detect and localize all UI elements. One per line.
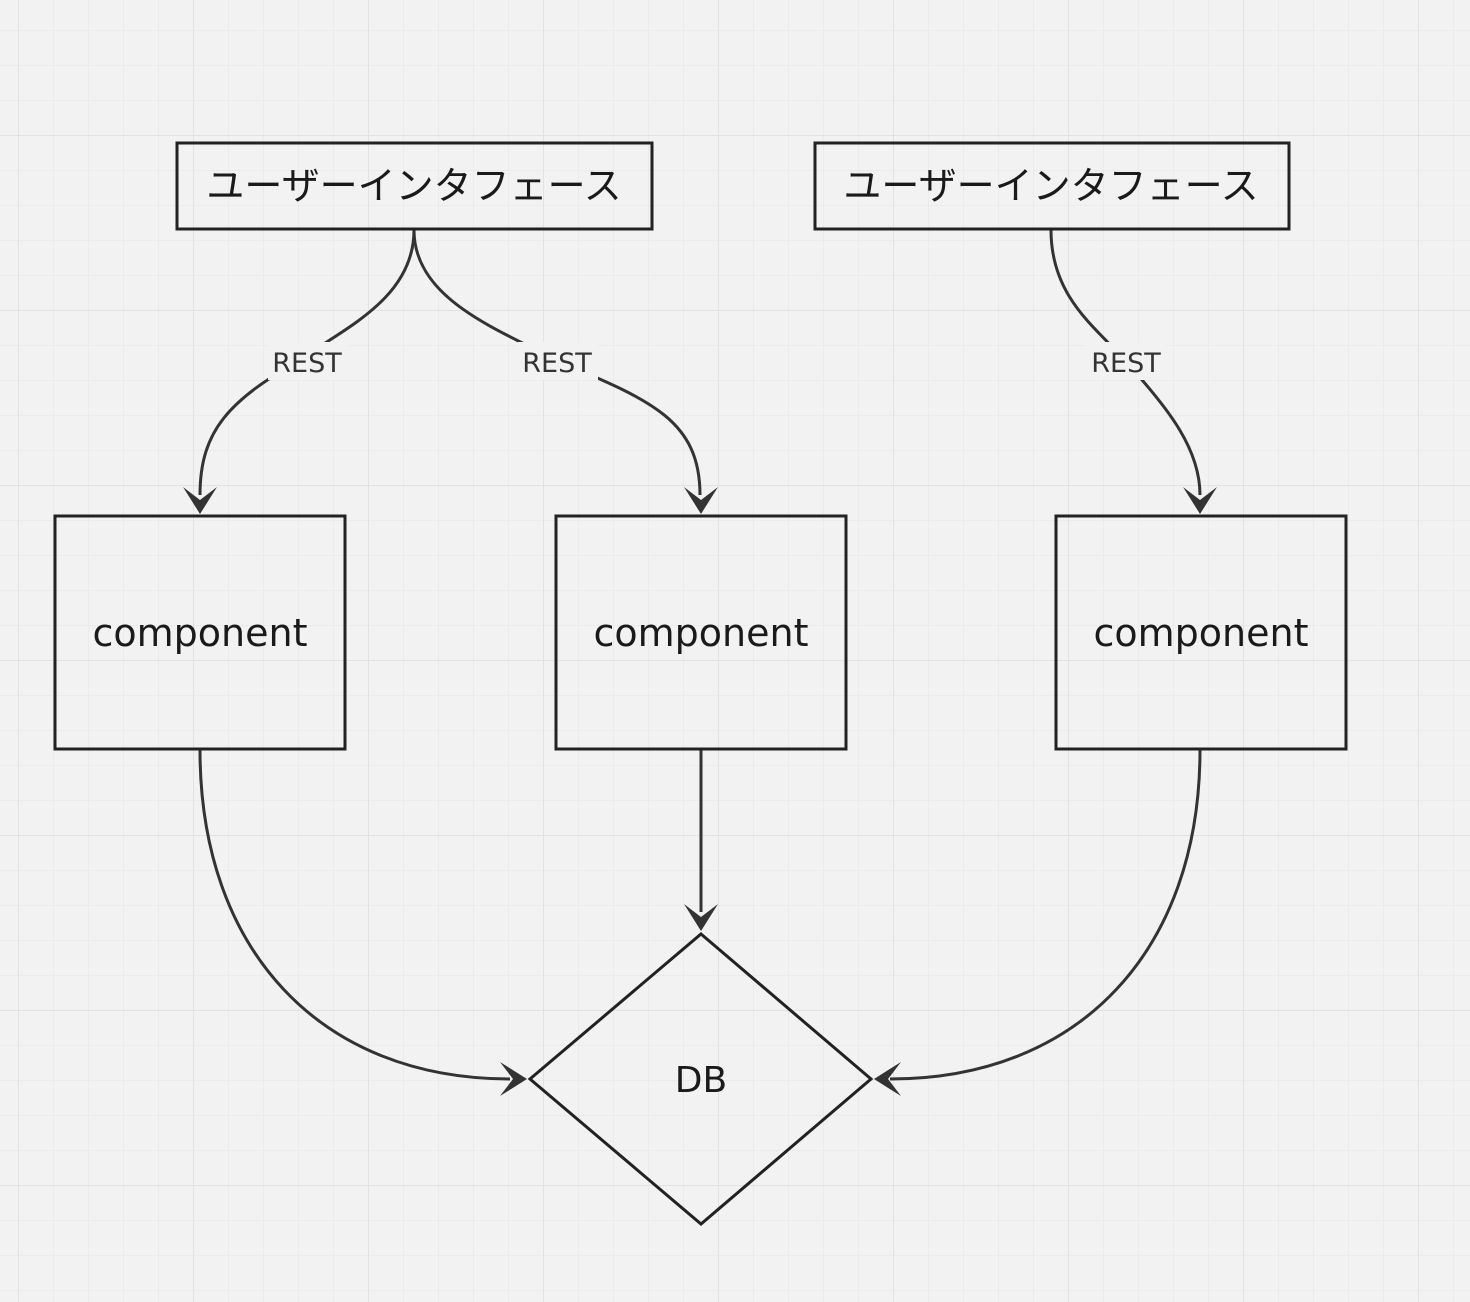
- arrowhead-db-right: [874, 1062, 901, 1096]
- node-label: ユーザーインタフェース: [206, 164, 621, 208]
- node-component-left[interactable]: component: [53, 514, 347, 751]
- node-label: DB: [675, 1060, 727, 1101]
- node-label: component: [1094, 611, 1309, 655]
- arrowheads: [183, 487, 1217, 1096]
- node-component-middle[interactable]: component: [554, 514, 848, 751]
- edge-label-rest-right: REST: [1086, 342, 1166, 380]
- arrowhead-component-right: [1183, 487, 1217, 514]
- edge-component-left-to-db[interactable]: [198, 749, 511, 1081]
- node-label: component: [93, 611, 308, 655]
- arrowhead-component-middle: [684, 487, 718, 514]
- arrowhead-db-top: [684, 904, 718, 931]
- edge-label-text: REST: [1091, 348, 1161, 379]
- node-label: ユーザーインタフェース: [843, 164, 1258, 208]
- edge-label-rest-middle: REST: [518, 342, 598, 380]
- edge-label-text: REST: [522, 348, 592, 379]
- arrowhead-db-left: [500, 1062, 527, 1096]
- edge-component-right-to-db[interactable]: [889, 749, 1202, 1081]
- node-ui-right[interactable]: ユーザーインタフェース: [813, 141, 1291, 231]
- edge-label-text: REST: [272, 348, 342, 379]
- node-label: component: [594, 611, 809, 655]
- arrowhead-component-left: [183, 487, 217, 514]
- node-ui-left[interactable]: ユーザーインタフェース: [175, 141, 654, 231]
- node-component-right[interactable]: component: [1054, 514, 1348, 751]
- edge-label-rest-left: REST: [268, 342, 348, 380]
- node-db[interactable]: DB: [527, 932, 874, 1226]
